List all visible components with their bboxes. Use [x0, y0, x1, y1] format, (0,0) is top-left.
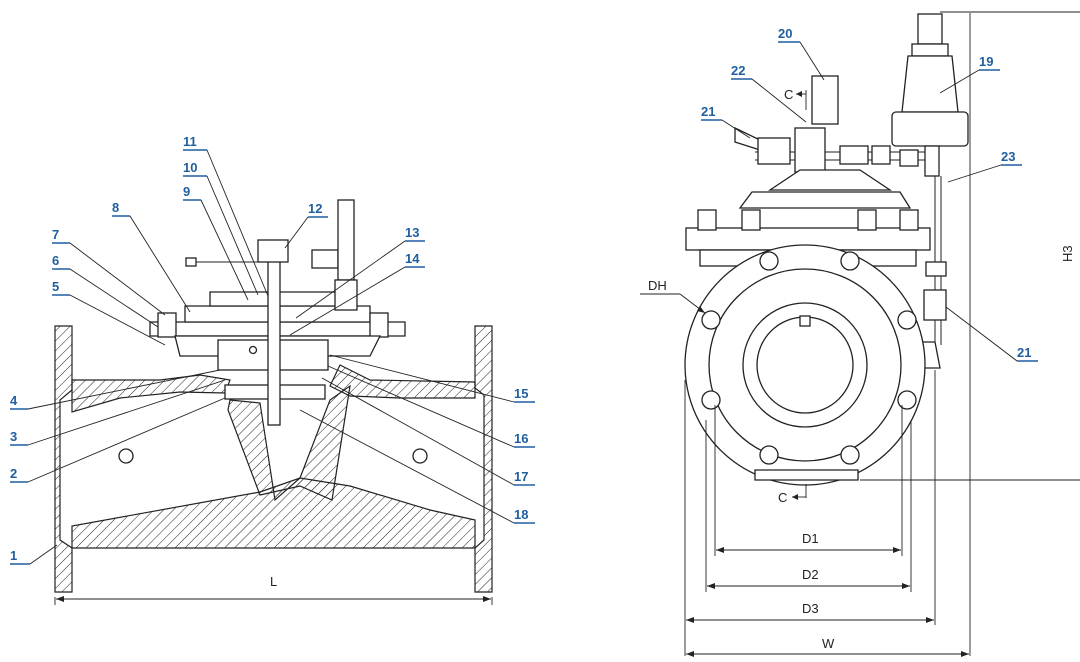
- dimension-D3-label: D3: [802, 601, 819, 616]
- dimension-DH-label: DH: [648, 278, 667, 293]
- bolt-hole-6: [897, 390, 917, 410]
- cover-bolt-right: [369, 312, 389, 338]
- callout-1: 1: [10, 548, 17, 563]
- cover-bolt-3: [857, 209, 877, 231]
- pilot-body: [334, 279, 358, 311]
- callout-6: 6: [52, 253, 59, 268]
- pilot-housing: [891, 111, 969, 147]
- bore-inner: [756, 316, 854, 414]
- callout-19: 19: [979, 54, 993, 69]
- callout-23: 23: [1001, 149, 1015, 164]
- callout-15: 15: [514, 386, 528, 401]
- tee-fitting: [794, 127, 826, 173]
- right-flange: [474, 325, 493, 593]
- pilot-fitting: [311, 249, 339, 269]
- bolt-hole-2: [840, 251, 860, 271]
- base-foot: [754, 469, 859, 481]
- stem-ball: [248, 345, 258, 355]
- dimension-D2-label: D2: [802, 567, 819, 582]
- bolt-hole-3: [701, 310, 721, 330]
- cover-bolt-4: [899, 209, 919, 231]
- right-callouts: 19 20 21 21 22 23: [701, 26, 1038, 362]
- stem-nut: [257, 239, 289, 263]
- bolt-hole-7: [759, 445, 779, 465]
- callout-10: 10: [183, 160, 197, 175]
- callout-22: 22: [731, 63, 745, 78]
- callout-12: 12: [308, 201, 322, 216]
- dimension-L: L: [54, 574, 493, 605]
- body-outlet-wall: [329, 364, 476, 399]
- callout-7: 7: [52, 227, 59, 242]
- tube-fitting: [871, 145, 891, 165]
- cover-bolt-1: [697, 209, 717, 231]
- callout-16: 16: [514, 431, 528, 446]
- callout-8: 8: [112, 200, 119, 215]
- bolt-hole-1: [759, 251, 779, 271]
- callout-11: 11: [183, 134, 197, 149]
- flange-hole-left: [118, 448, 134, 464]
- bolt-hole-4: [897, 310, 917, 330]
- dimension-H3-label: H3: [1060, 245, 1075, 262]
- end-view-dimensions: H3 D1 D2 D3 W DH C C: [640, 11, 1080, 657]
- dimension-W-label: W: [822, 636, 835, 651]
- bonnet-top: [738, 191, 912, 209]
- callout-21-upper: 21: [701, 104, 715, 119]
- valve-section-view: [54, 199, 493, 593]
- callout-18: 18: [514, 507, 528, 522]
- ball-valve: [757, 137, 791, 165]
- tube-union: [925, 261, 947, 277]
- cover-bolt-left: [157, 312, 177, 338]
- bolt-hole-5: [701, 390, 721, 410]
- seat-wedge: [227, 384, 351, 502]
- section-mark-top: C: [784, 87, 793, 102]
- tube-fitting-2: [899, 149, 919, 167]
- callout-4: 4: [10, 393, 18, 408]
- left-flange: [54, 325, 73, 593]
- callout-14: 14: [405, 251, 420, 266]
- flange-hole-right: [412, 448, 428, 464]
- callout-3: 3: [10, 429, 17, 444]
- left-callouts: 1 2 3 4 5 6 7 8 9 10: [10, 134, 535, 565]
- pilot-stem: [924, 145, 940, 177]
- pilot-collar: [911, 43, 949, 57]
- handle-end: [185, 257, 197, 267]
- cover-bolt-2: [741, 209, 761, 231]
- pressure-gauge: [811, 75, 839, 125]
- callout-2: 2: [10, 466, 17, 481]
- callout-5: 5: [52, 279, 59, 294]
- callout-9: 9: [183, 184, 190, 199]
- dimension-L-label: L: [270, 574, 277, 589]
- bore-key: [799, 315, 811, 327]
- pilot-top-cap: [917, 13, 943, 45]
- section-mark-bottom: C: [778, 490, 787, 505]
- bonnet-dome: [767, 169, 893, 191]
- needle-valve: [839, 145, 869, 165]
- valve-stem: [267, 254, 281, 426]
- callout-21-lower: 21: [1017, 345, 1031, 360]
- body-bottom-wall: [71, 477, 476, 549]
- pressure-reducing-pilot: [901, 55, 959, 113]
- callout-17: 17: [514, 469, 528, 484]
- callout-20: 20: [778, 26, 792, 41]
- callout-13: 13: [405, 225, 419, 240]
- pilot-valve: [337, 199, 355, 281]
- lower-ball-valve: [923, 289, 947, 321]
- valve-end-view: [684, 13, 969, 486]
- bolt-hole-8: [840, 445, 860, 465]
- dimension-D1-label: D1: [802, 531, 819, 546]
